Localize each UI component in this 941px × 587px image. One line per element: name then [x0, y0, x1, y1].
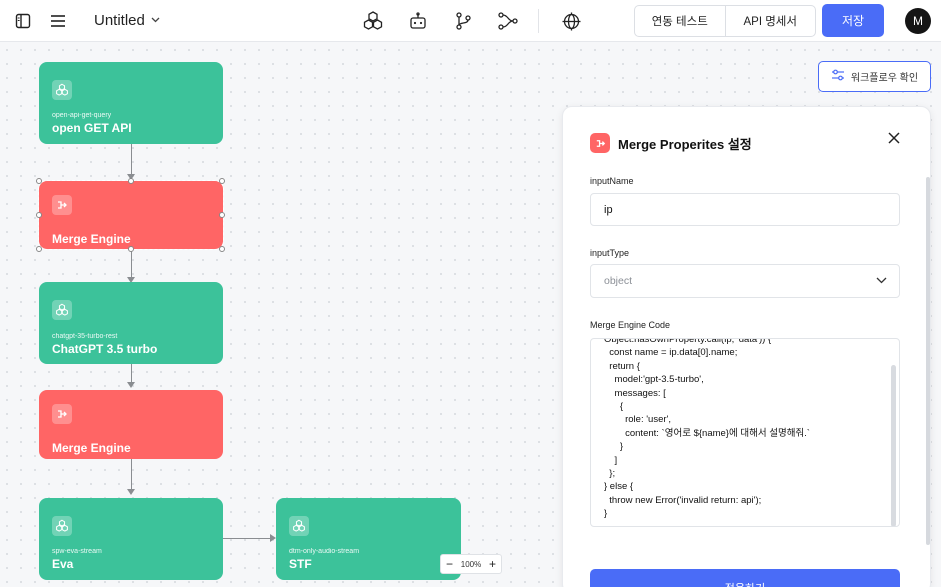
avatar[interactable]: M [905, 8, 931, 34]
resize-handle[interactable] [36, 178, 42, 184]
edge-arrow [127, 382, 135, 388]
edge-arrow [127, 277, 135, 283]
panel-scrollbar[interactable] [926, 177, 930, 545]
zoom-in-button[interactable]: + [488, 557, 496, 571]
merge-node-icon [52, 404, 72, 424]
node-stf[interactable]: dtm-only-audio-stream STF [276, 498, 461, 580]
top-bar: Untitled 연동 테스트 API 명세서 저장 M [0, 0, 941, 42]
llm-node-icon [52, 300, 72, 320]
node-sub-label: dtm-only-audio-stream [289, 548, 360, 555]
node-merge-engine-selected[interactable]: Merge Engine [38, 180, 224, 250]
menu-icon[interactable] [48, 11, 68, 31]
apply-button[interactable]: 적용하기 [590, 569, 900, 587]
input-type-select[interactable]: object [590, 264, 900, 298]
api-spec-button[interactable]: API 명세서 [724, 6, 816, 36]
code-scrollbar[interactable] [891, 365, 896, 526]
node-merge-engine[interactable]: Merge Engine [39, 390, 223, 459]
resize-handle[interactable] [219, 212, 225, 218]
resize-handle[interactable] [128, 178, 134, 184]
workflow-title[interactable]: Untitled [94, 12, 160, 29]
code-label: Merge Engine Code [590, 320, 671, 330]
zoom-out-button[interactable]: − [446, 557, 454, 571]
edge [131, 459, 132, 490]
api-node-icon [52, 80, 72, 100]
zoom-control: − 100% + [440, 554, 502, 574]
node-name: STF [289, 557, 312, 571]
code-text: Object.hasOwnProperty.call(ip, 'data')) … [604, 338, 810, 520]
edge [131, 249, 132, 278]
workflow-check-button[interactable]: 워크플로우 확인 [818, 61, 931, 92]
merge-properties-panel: Merge Properites 설정 inputName ip inputTy… [562, 106, 931, 587]
node-sub-label: chatgpt-35-turbo-rest [52, 333, 118, 340]
resize-handle[interactable] [36, 246, 42, 252]
chevron-down-icon [151, 15, 160, 26]
node-open-get-api[interactable]: open-api-get-query open GET API [39, 62, 223, 144]
node-sub-label: open-api-get-query [52, 112, 112, 119]
panel-title: Merge Properites 설정 [618, 136, 752, 152]
edge-arrow [127, 489, 135, 495]
resize-handle[interactable] [128, 246, 134, 252]
resize-handle[interactable] [219, 246, 225, 252]
close-icon[interactable] [886, 131, 902, 147]
node-eva[interactable]: spw-eva-stream Eva [39, 498, 223, 580]
input-name-label: inputName [590, 176, 634, 186]
edge [223, 538, 271, 539]
node-name: open GET API [52, 121, 132, 135]
node-chatgpt[interactable]: chatgpt-35-turbo-rest ChatGPT 3.5 turbo [39, 282, 223, 364]
robot-icon[interactable] [408, 11, 428, 31]
panel-header: Merge Properites 설정 [590, 133, 752, 153]
chevron-down-icon [876, 275, 887, 287]
node-sub-label: spw-eva-stream [52, 548, 102, 555]
flow-icon[interactable] [497, 11, 519, 31]
edge [131, 144, 132, 175]
node-name: ChatGPT 3.5 turbo [52, 342, 158, 356]
toolbar-divider [538, 9, 539, 33]
input-type-label: inputType [590, 248, 630, 258]
header-button-group: 연동 테스트 API 명세서 [634, 5, 816, 37]
edge [131, 364, 132, 383]
branch-icon[interactable] [453, 11, 473, 31]
merge-node-icon [590, 133, 610, 153]
stream-node-icon [52, 516, 72, 536]
edge-arrow [270, 534, 276, 542]
sliders-icon [831, 69, 845, 84]
cubes-icon[interactable] [362, 11, 384, 31]
input-type-placeholder: object [604, 275, 633, 287]
save-button[interactable]: 저장 [822, 4, 884, 37]
globe-icon[interactable] [561, 11, 581, 31]
input-name-field[interactable]: ip [590, 193, 900, 226]
code-editor[interactable]: Object.hasOwnProperty.call(ip, 'data')) … [590, 338, 900, 527]
zoom-level: 100% [460, 559, 482, 569]
stream-node-icon [289, 516, 309, 536]
workflow-check-label: 워크플로우 확인 [850, 73, 919, 84]
node-name: Merge Engine [52, 441, 131, 455]
node-name: Merge Engine [52, 232, 131, 246]
sidebar-toggle-icon[interactable] [13, 11, 33, 31]
node-name: Eva [52, 557, 74, 571]
resize-handle[interactable] [36, 212, 42, 218]
edge-arrow [127, 174, 135, 180]
workflow-title-text: Untitled [94, 12, 145, 29]
resize-handle[interactable] [219, 178, 225, 184]
merge-node-icon [52, 195, 72, 215]
integration-test-button[interactable]: 연동 테스트 [651, 16, 708, 28]
